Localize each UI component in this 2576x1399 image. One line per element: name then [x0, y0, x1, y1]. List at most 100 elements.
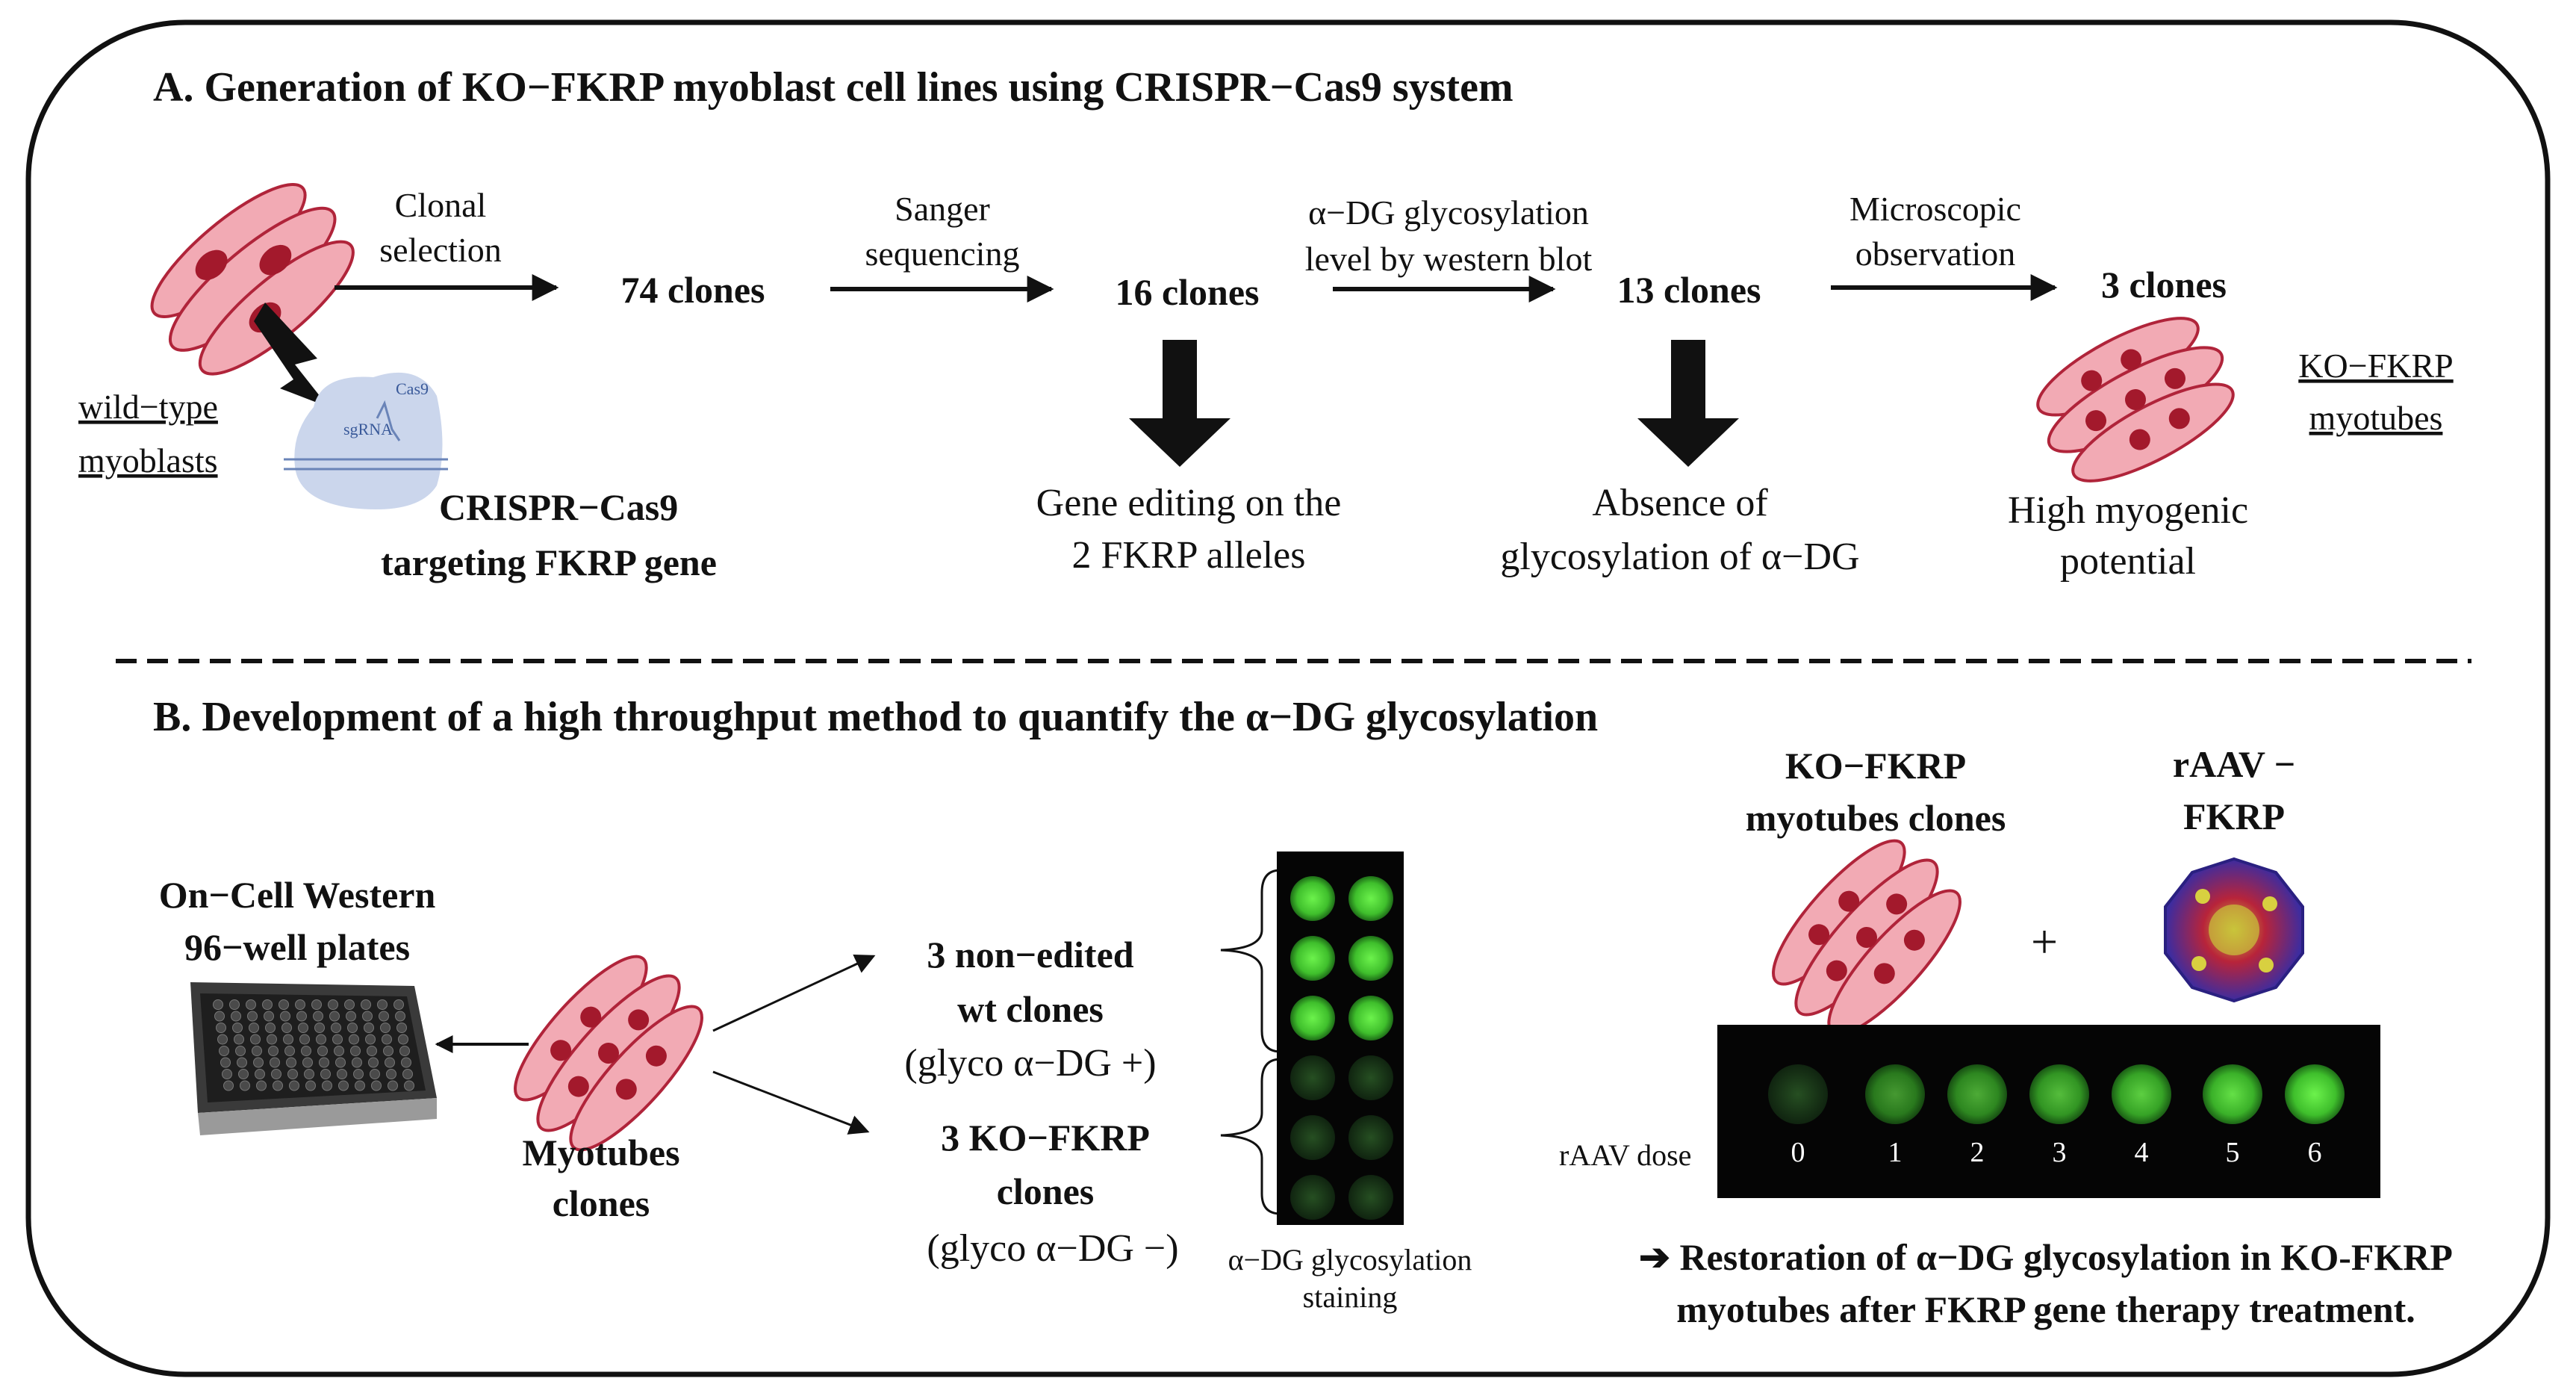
plate-label-line-1: On−Cell Western: [159, 874, 436, 916]
plate-well: [301, 1046, 311, 1056]
plate-well: [335, 1057, 346, 1068]
plate-well: [237, 1057, 247, 1068]
crispr-cas9-icon: Cas9 sgRNA: [284, 372, 448, 509]
plate-well: [256, 1080, 267, 1091]
ko-brace: [1220, 1058, 1281, 1215]
step-2-label-line-2: sequencing: [865, 235, 1020, 273]
clones-74: 74 clones: [620, 269, 765, 311]
plate-well: [299, 1034, 310, 1045]
plate-well: [370, 1069, 380, 1079]
dose-well-6: [2285, 1064, 2345, 1124]
plate-well: [265, 1023, 276, 1033]
ko-clones-line-2: myotubes clones: [1746, 797, 2006, 839]
wt-stain-well: [1348, 936, 1393, 981]
plate-well: [247, 1011, 258, 1022]
dose-well-1: [1865, 1064, 1925, 1124]
plate-well: [399, 1046, 410, 1056]
myotubes-clones-icon: [514, 955, 703, 1152]
ko-stain-well: [1348, 1175, 1393, 1220]
plate-well: [270, 1057, 280, 1068]
plate-well: [338, 1080, 349, 1091]
step-3-down-arrow: [1637, 340, 1739, 467]
dose-wells: [1768, 1064, 2345, 1124]
dose-well-4: [2112, 1064, 2171, 1124]
clones-16: 16 clones: [1115, 271, 1259, 313]
plate-well: [249, 1023, 259, 1033]
raav-virus-icon: [2164, 857, 2304, 1003]
plate-well: [280, 1011, 290, 1022]
plate-well: [350, 1046, 361, 1056]
plate-well: [264, 1011, 274, 1022]
plate-well: [362, 1011, 373, 1022]
ko-fkrp-myotubes-icon: [2036, 317, 2235, 483]
wt-stain-well: [1290, 996, 1335, 1040]
wt-group-line-1: 3 non−edited: [927, 934, 1133, 975]
plate-well: [250, 1034, 261, 1045]
step-1-label-line-1: Clonal: [395, 186, 487, 224]
plate-well: [331, 1023, 341, 1033]
step-1-label-line-2: selection: [379, 231, 502, 269]
section-a-title: A. Generation of KO−FKRP myoblast cell l…: [153, 64, 1513, 111]
ko-clones-line-1: KO−FKRP: [1785, 745, 1966, 787]
plate-well: [271, 1069, 281, 1079]
plate-well: [262, 999, 273, 1010]
dose-number-0: 0: [1791, 1137, 1805, 1168]
plus-sign: +: [2031, 915, 2058, 968]
cas9-icon-label: Cas9: [396, 379, 429, 398]
plate-well: [346, 1011, 356, 1022]
plate-well: [281, 1023, 292, 1033]
plate-well: [385, 1057, 395, 1068]
plate-well: [377, 999, 388, 1010]
dose-label: rAAV dose: [1559, 1138, 1691, 1172]
raav-line-1: rAAV −: [2173, 743, 2295, 785]
wt-stain-well: [1290, 936, 1335, 981]
plate-well: [337, 1069, 347, 1079]
plate-well: [371, 1080, 382, 1091]
plate-well: [311, 999, 322, 1010]
conclusion-line-2: myotubes after FKRP gene therapy treatme…: [1676, 1288, 2415, 1330]
plate-well: [238, 1069, 249, 1079]
plate-well: [313, 1011, 323, 1022]
dose-well-3: [2029, 1064, 2089, 1124]
plate-well: [235, 1046, 246, 1056]
plate-well: [213, 999, 223, 1010]
plate-well: [320, 1069, 331, 1079]
dose-number-3: 3: [2053, 1137, 2067, 1168]
plate-well: [279, 999, 289, 1010]
plate-well: [231, 1011, 241, 1022]
plate-well: [395, 1011, 405, 1022]
plate-well: [273, 1080, 283, 1091]
wt-stain-well: [1290, 876, 1335, 921]
step-2-down-arrow: [1129, 340, 1231, 467]
step-3-outcome-line-2: glycosylation of α−DG: [1500, 536, 1859, 578]
wild-type-myoblast-icon: [150, 183, 355, 376]
plate-well: [386, 1069, 396, 1079]
wt-group-line-3: (glyco α−DG +): [904, 1042, 1156, 1085]
plate-well: [329, 1011, 340, 1022]
plate-well: [214, 1011, 225, 1022]
dose-number-5: 5: [2226, 1137, 2240, 1168]
plate-well: [304, 1069, 314, 1079]
lightning-icon: [254, 303, 329, 407]
clones-3: 3 clones: [2101, 264, 2227, 305]
plate-well: [382, 1034, 392, 1045]
plate-well: [284, 1046, 295, 1056]
outer-frame: [25, 19, 2551, 1377]
plate-well: [229, 999, 240, 1010]
plate-well: [322, 1080, 332, 1091]
plate-well: [367, 1046, 377, 1056]
plate-well: [222, 1069, 232, 1079]
plate-well: [246, 999, 256, 1010]
plate-well: [398, 1034, 408, 1045]
step-2-outcome-line-1: Gene editing on the: [1036, 482, 1342, 524]
plate-well: [219, 1046, 229, 1056]
plate-well: [334, 1046, 344, 1056]
step-3-label-line-2: level by western blot: [1305, 240, 1593, 278]
plate-well: [396, 1023, 407, 1033]
wt-stain-well: [1348, 876, 1393, 921]
plate-well: [286, 1057, 296, 1068]
sgrna-icon-label: sgRNA: [343, 420, 393, 438]
step-4-outcome-line-1: High myogenic: [2008, 489, 2248, 532]
plate-well: [393, 999, 404, 1010]
step-2-outcome-line-2: 2 FKRP alleles: [1072, 534, 1306, 577]
